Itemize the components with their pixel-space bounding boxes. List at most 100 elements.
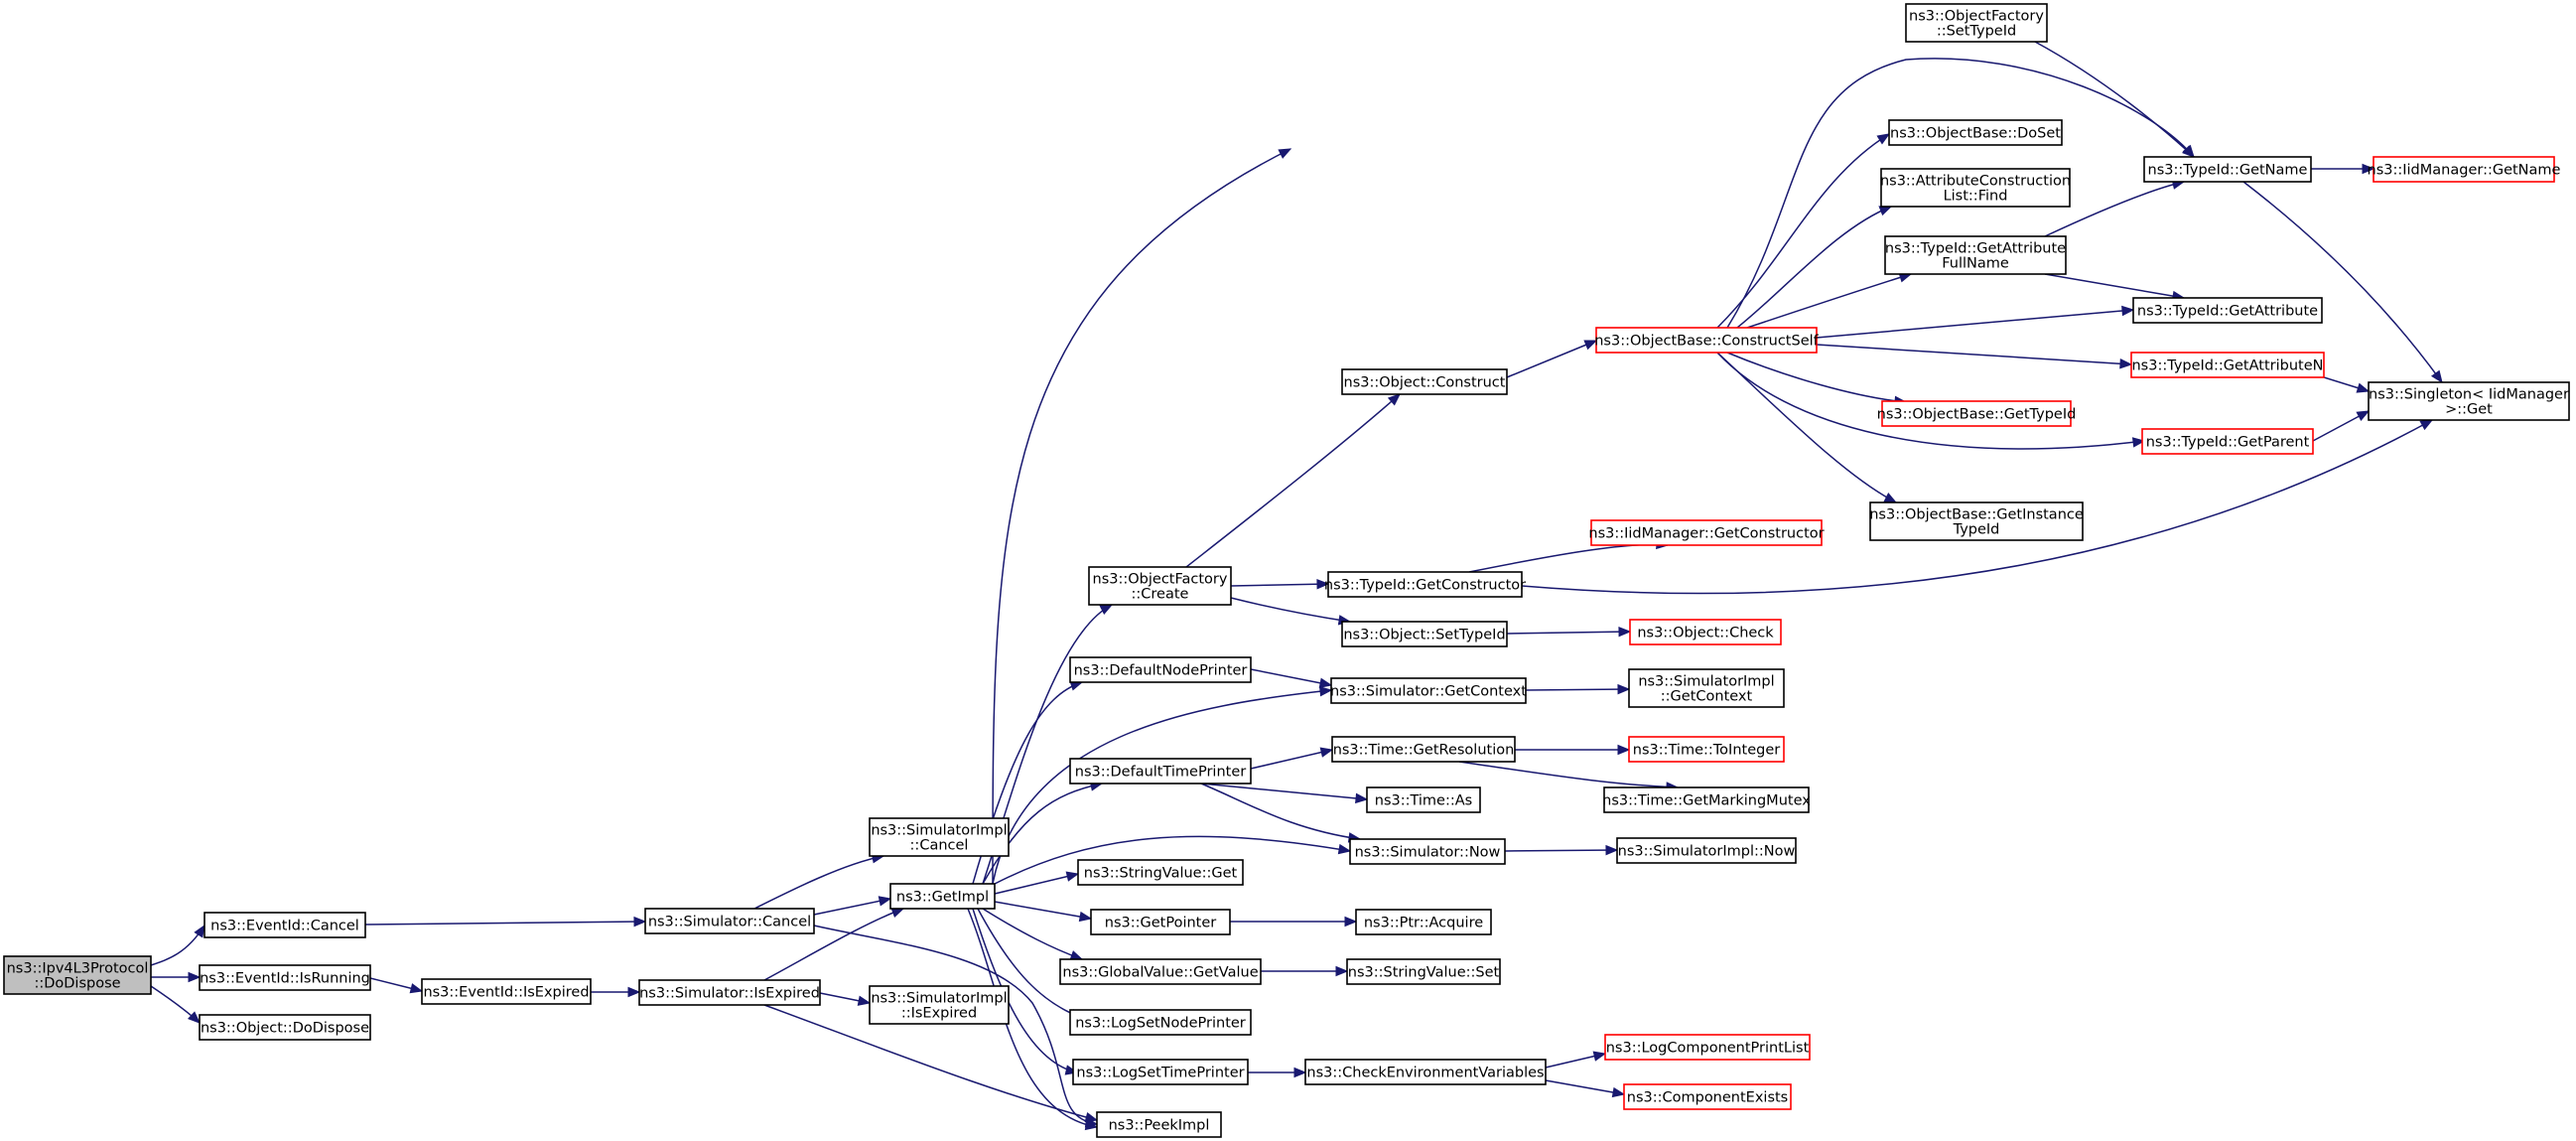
node-box [1888,119,2063,146]
node-iidmanager-getname[interactable]: ns3::IidManager::GetName [2368,156,2561,183]
node-eventid-cancel[interactable]: ns3::EventId::Cancel [203,912,366,938]
arrowhead-icon [188,971,202,983]
node-label: ns3::ObjectFactory [1093,572,1228,588]
node-typeid-getparent[interactable]: ns3::TypeId::GetParent [2141,428,2314,455]
node-logsettimeprinter[interactable]: ns3::LogSetTimePrinter [1072,1059,1249,1085]
node-box [644,908,815,934]
node-object-construct[interactable]: ns3::Object::Construct [1341,368,1508,395]
call-edge-checkenvvars-to-componentexists [1545,1079,1625,1095]
node-object-settypeid[interactable]: ns3::Object::SetTypeId [1341,621,1508,647]
call-edge-time_getresolution-to-time_getmarkingmutex [1458,761,1679,788]
arrowhead-icon [2362,163,2375,175]
node-box [1069,1009,1252,1036]
node-objectbase-doset[interactable]: ns3::ObjectBase::DoSet [1888,119,2063,146]
node-root[interactable]: ns3::Ipv4L3Protocol::DoDispose [3,955,152,995]
node-logcomponentprintlist[interactable]: ns3::LogComponentPrintList [1604,1034,1811,1061]
node-label: ns3::TypeId::GetAttribute [1885,241,2066,257]
call-edge-objectbase_constructself-to-typeid_getattributen [1816,344,2132,365]
node-stringvalue-set[interactable]: ns3::StringValue::Set [1346,958,1501,985]
node-label: ns3::ComponentExists [1627,1090,1789,1106]
node-logsetnodeprinter[interactable]: ns3::LogSetNodePrinter [1069,1009,1252,1036]
call-edge-objectfactory_create-to-object_settypeid [1230,597,1351,623]
arrowhead-icon [1316,578,1330,590]
call-edge-simulator_cancel-to-peekimpl [813,925,1098,1125]
node-defaulttimeprinter[interactable]: ns3::DefaultTimePrinter [1069,758,1252,784]
call-edge-getimpl-to-simulator_getcontext [992,689,1332,885]
node-label: ::Cancel [910,838,969,854]
arrowhead-icon [1618,626,1632,638]
arrowhead-icon [1883,493,1898,503]
node-box [1905,3,2048,43]
node-eventid-isexpired[interactable]: ns3::EventId::IsExpired [421,978,592,1005]
node-box [199,964,371,991]
node-box [1072,1059,1249,1085]
node-iidmanager-getconstructor[interactable]: ns3::IidManager::GetConstructor [1588,519,1825,546]
node-object-check[interactable]: ns3::Object::Check [1629,619,1782,645]
node-box [869,817,1010,857]
node-singleton-get[interactable]: ns3::Singleton< IidManager >::Get [2368,381,2570,421]
node-box [1884,235,2067,275]
node-label: ns3::Simulator::IsExpired [639,986,820,1002]
node-label: ns3::TypeId::GetParent [2146,435,2310,451]
node-box [869,985,1010,1025]
node-checkenvvars[interactable]: ns3::CheckEnvironmentVariables [1304,1059,1547,1085]
node-simulator-now[interactable]: ns3::Simulator::Now [1349,838,1506,865]
node-componentexists[interactable]: ns3::ComponentExists [1623,1083,1792,1110]
node-box [1327,571,1523,598]
arrowhead-icon [1065,871,1080,882]
node-simulator-cancel[interactable]: ns3::Simulator::Cancel [644,908,815,934]
node-time-getmarkingmutex[interactable]: ns3::Time::GetMarkingMutex [1602,786,1811,813]
node-simimpl-isexpired[interactable]: ns3::SimulatorImpl::IsExpired [869,985,1010,1025]
arrowhead-icon [627,986,641,998]
node-typeid-getconstructor[interactable]: ns3::TypeId::GetConstructor [1324,571,1526,598]
node-simulator-isexpired[interactable]: ns3::Simulator::IsExpired [638,979,821,1006]
node-time-tointeger[interactable]: ns3::Time::ToInteger [1628,736,1785,763]
arrowhead-icon [1355,792,1369,804]
call-edge-objectfactory_settypeid-to-typeid_getname [2034,41,2195,158]
call-edge-simulator_getcontext-to-simimpl_getcontext [1525,688,1630,691]
call-edge-objectbase_constructself-to-attrconstructionlist_find [1736,206,1892,329]
node-getimpl[interactable]: ns3::GetImpl [889,883,996,910]
node-label: ns3::IidManager::GetConstructor [1588,526,1824,542]
node-box [2130,352,2325,378]
node-label: ::DoDispose [34,976,120,992]
node-label: ns3::IidManager::GetName [2368,163,2561,179]
node-box [1628,668,1785,708]
node-objectfactory-settypeid[interactable]: ns3::ObjectFactory::SetTypeId [1905,3,2048,43]
node-simulator-getcontext[interactable]: ns3::Simulator::GetContext [1330,677,1527,704]
node-simimpl-getcontext[interactable]: ns3::SimulatorImpl::GetContext [1628,668,1785,708]
node-simimpl-cancel[interactable]: ns3::SimulatorImpl::Cancel [869,817,1010,857]
node-label: TypeId [1953,522,2000,538]
node-eventid-isrunning[interactable]: ns3::EventId::IsRunning [199,964,371,991]
node-defaultnodeprinter[interactable]: ns3::DefaultNodePrinter [1069,656,1252,683]
call-edge-defaulttimeprinter-to-time_getresolution [1250,749,1333,770]
node-box [2373,156,2555,183]
node-ptr-acquire[interactable]: ns3::Ptr::Acquire [1355,909,1492,935]
node-getpointer[interactable]: ns3::GetPointer [1090,909,1231,935]
node-time-as[interactable]: ns3::Time::As [1366,786,1481,813]
arrowhead-icon [857,995,872,1006]
node-typeid-getname[interactable]: ns3::TypeId::GetName [2143,156,2312,183]
node-peekimpl[interactable]: ns3::PeekImpl [1096,1111,1222,1138]
node-label: ns3::ObjectBase::GetTypeId [1877,407,2077,423]
arrowhead-icon [2356,382,2371,393]
call-edge-typeid_getattributefullname-to-typeid_getattribute [2044,273,2185,299]
node-globalvalue-getvalue[interactable]: ns3::GlobalValue::GetValue [1059,958,1262,985]
node-time-getresolution[interactable]: ns3::Time::GetResolution [1331,736,1516,763]
node-typeid-getattribute[interactable]: ns3::TypeId::GetAttribute [2132,297,2323,324]
node-objectbase-constructself[interactable]: ns3::ObjectBase::ConstructSelf [1594,327,1820,354]
node-typeid-getattributen[interactable]: ns3::TypeId::GetAttributeN [2130,352,2325,378]
node-box [1603,786,1810,813]
arrowhead-icon [187,1011,201,1024]
node-simimpl-now[interactable]: ns3::SimulatorImpl::Now [1616,837,1797,864]
node-objectbase-gettypeid[interactable]: ns3::ObjectBase::GetTypeId [1877,400,2077,427]
node-objectfactory-create[interactable]: ns3::ObjectFactory::Create [1088,566,1232,606]
node-object-dodispose[interactable]: ns3::Object::DoDispose [199,1014,371,1041]
node-box [1366,786,1481,813]
call-edge-eventid_cancel-to-simulator_cancel [364,921,646,926]
node-stringvalue-get[interactable]: ns3::StringValue::Get [1077,859,1244,886]
